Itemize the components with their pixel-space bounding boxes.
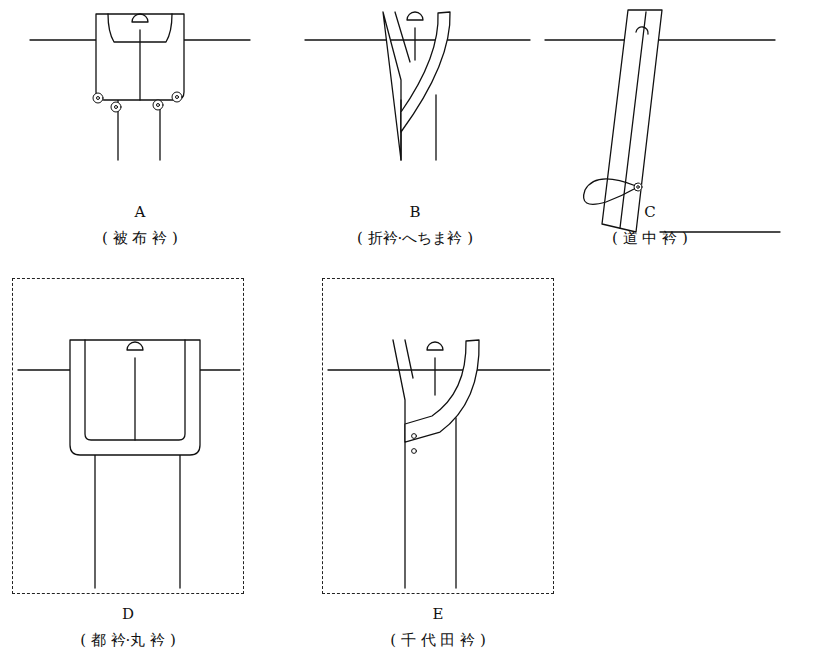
dashed-frame: D( 都 衿·丸 衿 ): [12, 278, 244, 594]
collar-name: ( 道 中 衿 ): [612, 229, 688, 247]
folded-collar-drawing: [305, 12, 530, 160]
figure-letter: E: [433, 605, 444, 623]
collar-name: ( 折衿·へちま衿 ): [357, 229, 473, 247]
figure-letter: C: [644, 203, 655, 221]
collar-name: ( 都 衿·丸 衿 ): [80, 631, 176, 649]
chiyoda-collar-drawing: [328, 340, 550, 588]
collar-name: ( 被 布 衿 ): [102, 229, 178, 247]
collar-name: ( 千 代 田 衿 ): [390, 631, 486, 649]
figure-letter: B: [409, 203, 420, 221]
miyako-collar-drawing: [18, 340, 240, 588]
figure-letter: D: [122, 605, 134, 623]
dochu-collar-drawing: [545, 10, 780, 232]
dashed-frame: E( 千 代 田 衿 ): [322, 278, 554, 594]
hifu-collar-drawing: [30, 14, 250, 160]
figure-letter: A: [135, 203, 146, 221]
